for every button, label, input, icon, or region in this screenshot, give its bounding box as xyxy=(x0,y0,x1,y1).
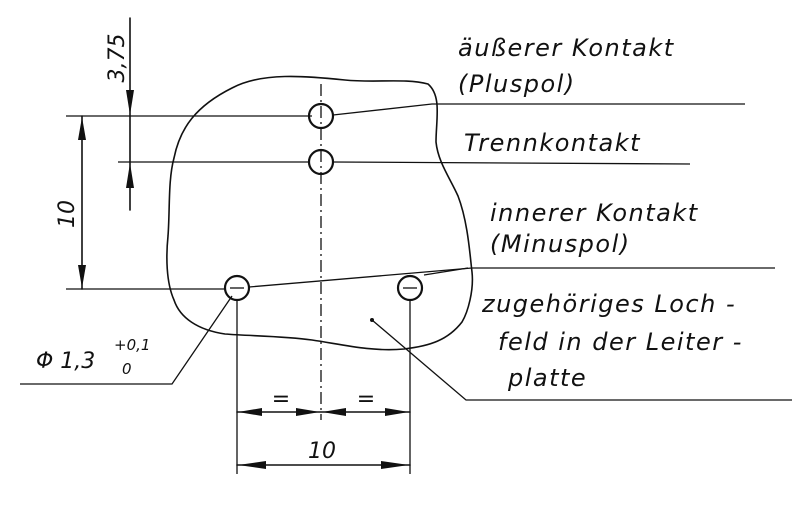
label-separating-contact: Trennkontakt xyxy=(464,129,641,157)
label-inner-contact-line1: innerer Kontakt xyxy=(490,199,699,227)
dim-equal-right-label: = xyxy=(357,387,375,412)
dim-hole-diameter-label: Φ 1,3 xyxy=(36,349,95,374)
label-hole-field-line2: feld in der Leiter - xyxy=(498,328,743,356)
leader-inner-contact-tick xyxy=(423,267,469,276)
dim-equal-left-label: = xyxy=(272,387,290,412)
dim-vertical-10-label: 10 xyxy=(55,200,80,228)
dim-offset-arrow-top xyxy=(126,90,134,115)
hole-outer-contact xyxy=(307,102,335,130)
dim-offset-arrow-bottom xyxy=(126,163,134,188)
dim-tolerance-lower: 0 xyxy=(122,360,132,378)
label-hole-field-line3: platte xyxy=(507,364,587,392)
leader-inner-contact xyxy=(248,267,775,288)
hole-field-outline xyxy=(166,75,474,351)
dim-tolerance-upper: +0,1 xyxy=(114,336,150,354)
dim-equal-arrow-1 xyxy=(238,408,262,416)
dim-equal-arrow-4 xyxy=(385,408,409,416)
leader-outer-contact xyxy=(332,103,745,116)
label-inner-contact-line2: (Minuspol) xyxy=(490,230,631,258)
leader-hole-field-dot xyxy=(370,318,374,322)
label-hole-field-line1: zugehöriges Loch - xyxy=(481,290,736,318)
dim-horizontal-10-arrow-right xyxy=(381,461,409,469)
dim-horizontal-10-label: 10 xyxy=(308,439,336,464)
label-outer-contact-line2: (Pluspol) xyxy=(458,70,576,98)
dim-vertical-10-arrow-bottom xyxy=(78,265,86,288)
leader-separating-contact xyxy=(332,161,691,165)
dim-horizontal-10-arrow-left xyxy=(238,461,266,469)
leader-hole-field xyxy=(371,319,792,401)
dim-offset-label: 3,75 xyxy=(105,34,130,83)
dim-equal-arrow-2 xyxy=(296,408,320,416)
dim-vertical-10-arrow-top xyxy=(78,117,86,140)
leader-hole-diameter xyxy=(20,295,233,385)
dim-equal-arrow-3 xyxy=(322,408,346,416)
label-outer-contact-line1: äußerer Kontakt xyxy=(458,34,675,62)
